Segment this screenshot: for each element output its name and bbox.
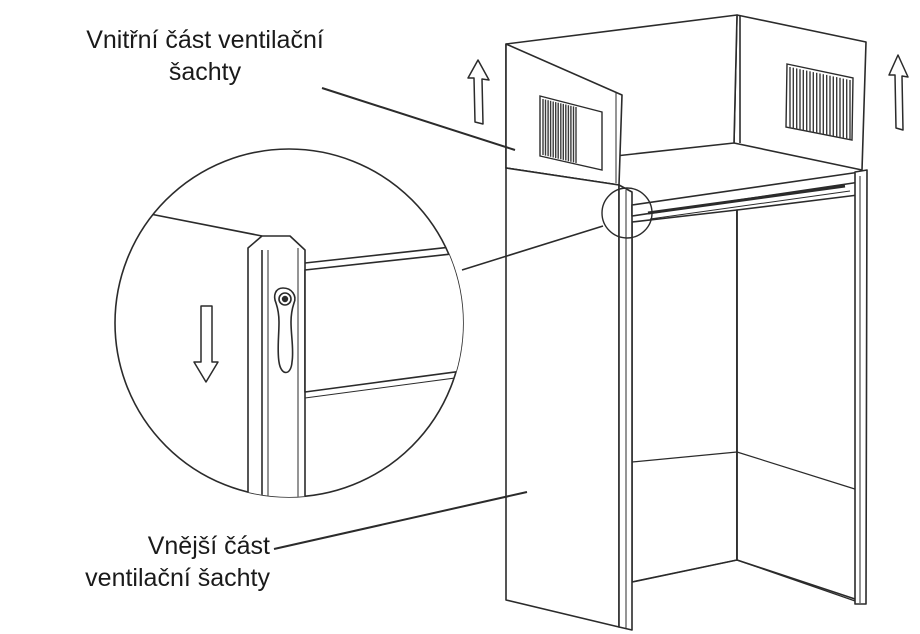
inner-label-leader bbox=[321, 87, 516, 151]
magnifier-connector bbox=[461, 225, 604, 271]
inner-shaft-label: Vnitřní část ventilační šachty bbox=[40, 24, 370, 88]
outer-shaft-label-line1: Vnější část bbox=[147, 532, 270, 560]
inner-shaft-label-line1: Vnitřní část ventilační bbox=[86, 26, 324, 54]
outer-shaft bbox=[505, 167, 868, 631]
vent-grille-right bbox=[785, 63, 854, 141]
outer-label-leader bbox=[273, 491, 528, 550]
inner-shaft-label-line2: šachty bbox=[168, 58, 242, 86]
keyhole-icon bbox=[273, 287, 296, 374]
arrow-up-icon bbox=[467, 59, 490, 125]
detail-marker-circle bbox=[601, 187, 653, 239]
arrow-down-icon bbox=[193, 305, 219, 383]
magnified-detail bbox=[114, 148, 464, 498]
outer-shaft-label: Vnější část ventilační šachty bbox=[8, 530, 270, 594]
outer-shaft-label-line2: ventilační šachty bbox=[85, 564, 270, 592]
arrow-up-icon bbox=[888, 54, 909, 131]
vent-grille-left bbox=[539, 95, 603, 171]
